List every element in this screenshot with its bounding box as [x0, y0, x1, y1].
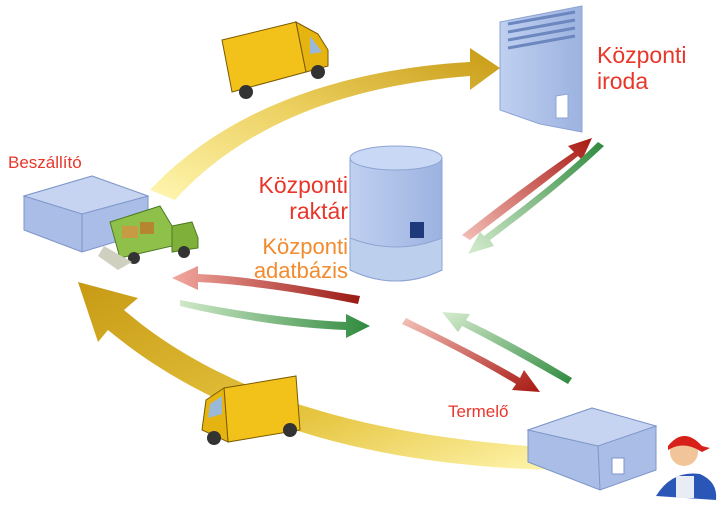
central-office-line1: Központi — [597, 42, 687, 68]
flow-arrow-producer-to-supplier — [78, 282, 560, 470]
central-warehouse-label: Központi raktár — [198, 172, 348, 224]
central-database-line2: adatbázis — [253, 258, 348, 283]
flow-arrow-warehouse-to-office — [462, 138, 592, 240]
worker-icon — [656, 436, 717, 500]
central-warehouse-line1: Központi — [258, 172, 348, 198]
central-database-line1: Központi — [262, 234, 348, 259]
flow-arrow-office-to-warehouse — [468, 142, 604, 254]
producer-label: Termelő — [448, 402, 509, 421]
truck-icon — [98, 205, 199, 270]
warehouse-building-icon — [349, 145, 443, 282]
producer-building-icon — [526, 407, 658, 491]
central-warehouse-line2: raktár — [289, 198, 348, 224]
flow-arrow-supplier-to-warehouse — [180, 300, 370, 338]
flow-arrow-warehouse-to-supplier — [172, 266, 360, 304]
flow-arrow-supplier-to-office — [150, 48, 500, 200]
central-office-label: Központi iroda — [597, 42, 687, 94]
flow-arrow-producer-to-warehouse — [442, 312, 572, 384]
truck-icon — [201, 375, 301, 445]
flow-arrow-warehouse-to-producer — [402, 318, 540, 392]
office-building-icon — [499, 5, 583, 133]
truck-icon — [221, 21, 329, 99]
supplier-label: Beszállító — [8, 153, 82, 172]
central-office-line2: iroda — [597, 68, 649, 94]
central-database-label: Központi adatbázis — [198, 235, 348, 283]
